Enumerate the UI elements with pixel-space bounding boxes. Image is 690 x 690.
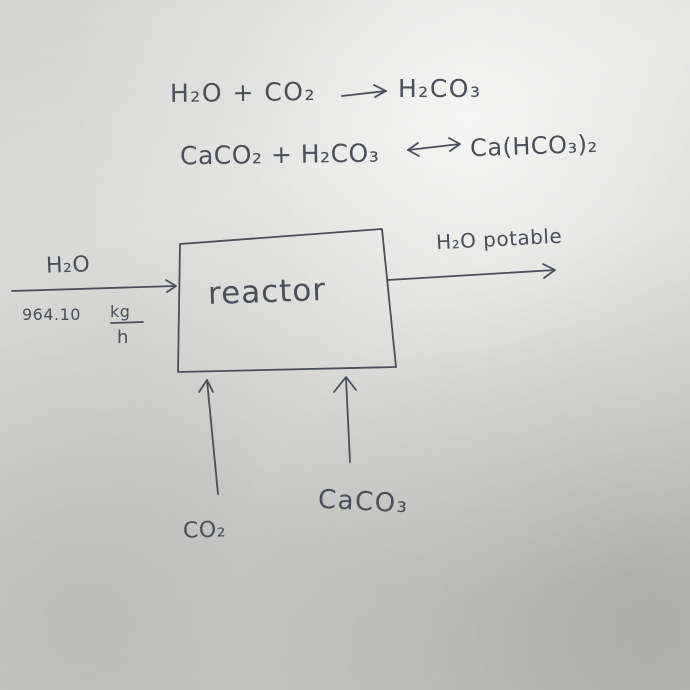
equation-1-reactants: H₂O + CO₂ (169, 76, 317, 109)
double-arrow-icon (407, 137, 461, 157)
equation-1-product: H₂CO₃ (398, 74, 482, 103)
inlet-flow-value: 964.10 (22, 305, 81, 324)
inlet-stream-label: H₂O (45, 252, 91, 279)
co2-feed-arrow (198, 379, 219, 495)
equation-2-reactants: CaCO₂ + H₂CO₃ (179, 138, 380, 171)
flow-unit-fraction-line (110, 321, 144, 324)
caco3-feed-arrow (333, 376, 357, 463)
inlet-stream-arrow (11, 279, 177, 293)
reactor-label: reactor (207, 271, 327, 313)
inlet-flow-unit-denominator: h (117, 327, 129, 348)
equation-2-product: Ca(HCO₃)₂ (469, 129, 599, 163)
outlet-stream-arrow (387, 263, 556, 281)
reactor-box (177, 228, 397, 373)
caco3-feed-label: CaCO₃ (317, 484, 410, 520)
right-arrow-icon (341, 84, 387, 98)
inlet-flow-unit-numerator: kg (110, 302, 131, 321)
co2-feed-label: CO₂ (182, 517, 227, 544)
